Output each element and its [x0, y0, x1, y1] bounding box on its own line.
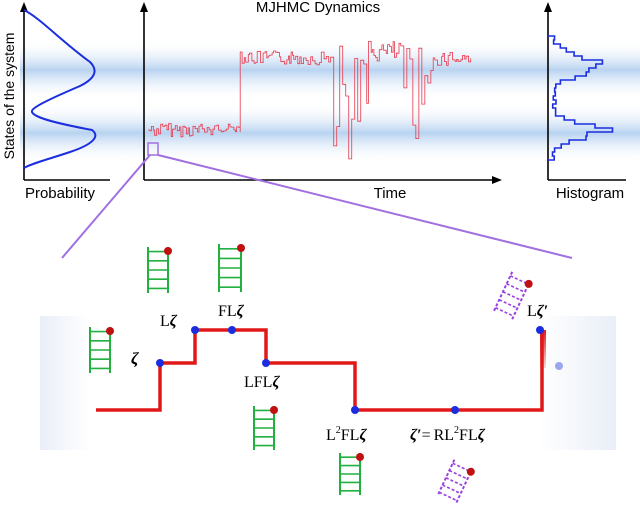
ladder-LFLz-momentum-dot — [270, 406, 278, 414]
main-axes — [143, 8, 494, 181]
ladder-Lzprime — [492, 271, 533, 321]
right-axis-arrow — [544, 2, 552, 12]
left-axis-arrow — [20, 2, 28, 12]
ladder-FLz — [218, 244, 245, 292]
node-zprime — [451, 406, 459, 414]
main-x-arrow — [492, 176, 502, 184]
node-Lz — [191, 326, 199, 334]
lower-panel-right-shade — [540, 316, 616, 450]
ladder-z — [89, 327, 114, 373]
ladder-z-momentum-dot — [106, 327, 114, 335]
state-band-lower — [20, 103, 640, 163]
label-L2FLz: L2FLζ — [326, 425, 367, 444]
ladder-Lz-momentum-dot — [164, 247, 172, 255]
label-z: ζ — [131, 349, 139, 368]
probability-density-curve — [23, 9, 97, 169]
node-L2FLz — [351, 406, 359, 414]
node-FLz — [228, 326, 236, 334]
node-z — [156, 359, 164, 367]
node-faded — [555, 362, 563, 370]
dynamics-trace — [148, 41, 472, 160]
left-xlabel: Probability — [25, 185, 96, 202]
ladder-L2FLz — [339, 453, 364, 495]
left-ylabel: States of the system — [1, 33, 17, 160]
momentum-ladders — [89, 244, 533, 505]
ladder-Lz — [147, 247, 172, 293]
chart-title: MJHMC Dynamics — [256, 0, 380, 16]
node-Lzprime — [536, 326, 544, 334]
label-zprime-equals: ζ′=RL2FLζ — [410, 425, 486, 444]
right-xlabel: Histogram — [556, 185, 624, 202]
ladder-LFLz — [253, 406, 278, 450]
main-y-arrow — [140, 2, 148, 12]
path-nodes — [156, 326, 544, 414]
node-LFLz — [262, 359, 270, 367]
path-end-fade — [540, 330, 546, 368]
zoom-line-right — [157, 154, 573, 259]
ladder-zprime — [436, 459, 475, 505]
label-Lzprime: Lζ′ — [527, 303, 548, 320]
zoom-line-left — [61, 154, 151, 259]
ladder-zprime-momentum-dot — [466, 467, 475, 476]
main-xlabel: Time — [374, 185, 407, 202]
ladder-FLz-momentum-dot — [237, 244, 245, 252]
left-axis — [23, 8, 110, 181]
transition-path — [96, 328, 544, 412]
ladder-Lzprime-momentum-dot — [524, 279, 533, 288]
state-band-upper — [20, 40, 640, 100]
ladder-L2FLz-momentum-dot — [356, 453, 364, 461]
label-FLz: FLζ — [218, 303, 245, 320]
label-LFLz: LFLζ — [244, 374, 280, 391]
lower-panel-left-shade — [40, 316, 90, 450]
label-Lz: Lζ — [160, 313, 178, 330]
zoom-bracket — [147, 142, 159, 156]
histogram-bars — [548, 35, 614, 161]
